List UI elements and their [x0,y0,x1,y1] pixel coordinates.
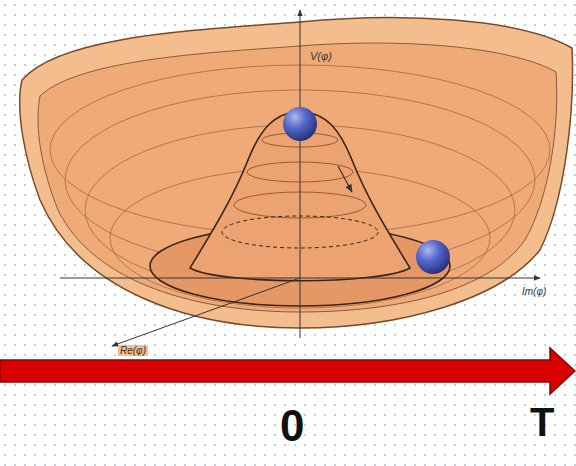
bowl-inner [38,43,557,312]
ball-top [283,107,317,141]
time-arrow [0,348,575,394]
axis-label: V(φ) [310,50,332,62]
axis-label: Im(φ) [522,286,546,297]
axis-label: Re(φ) [118,345,148,356]
roll-arrow [338,166,352,192]
time-end: T [530,400,554,444]
bowl-outer [20,18,573,328]
v-axis [300,10,301,338]
re-axis [112,278,300,346]
ball-trough [416,240,450,274]
time-zero: 0 [280,402,304,450]
